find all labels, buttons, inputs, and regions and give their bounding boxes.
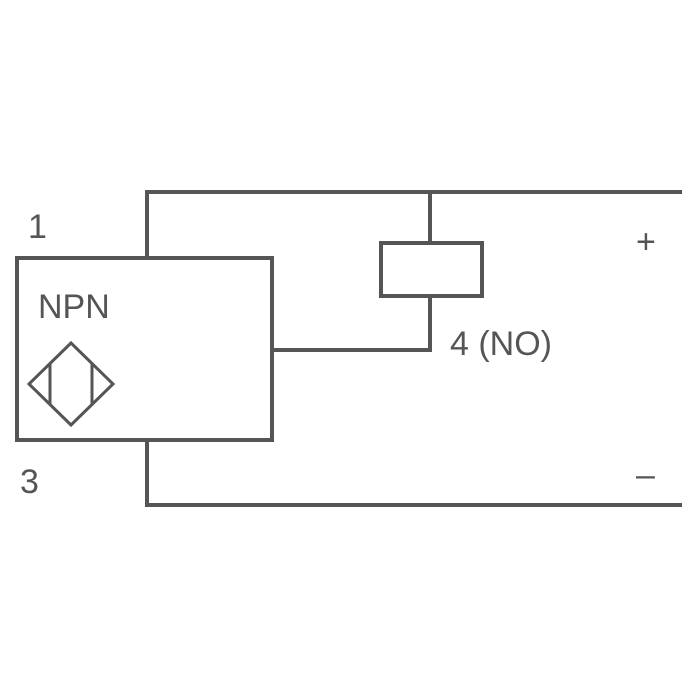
pin-3-label: 3	[20, 463, 39, 501]
negative-rail	[145, 438, 682, 507]
sensor-body	[15, 256, 274, 442]
positive-label: +	[636, 223, 656, 261]
load-resistor-icon	[379, 241, 484, 298]
output-label: 4 (NO)	[450, 325, 552, 363]
negative-label: –	[636, 456, 655, 494]
positive-rail	[145, 190, 682, 260]
output-wire	[270, 294, 432, 352]
sensor-type-label: NPN	[38, 288, 110, 326]
inductive-sensor-icon	[26, 340, 116, 428]
pin-1-label: 1	[28, 208, 47, 246]
